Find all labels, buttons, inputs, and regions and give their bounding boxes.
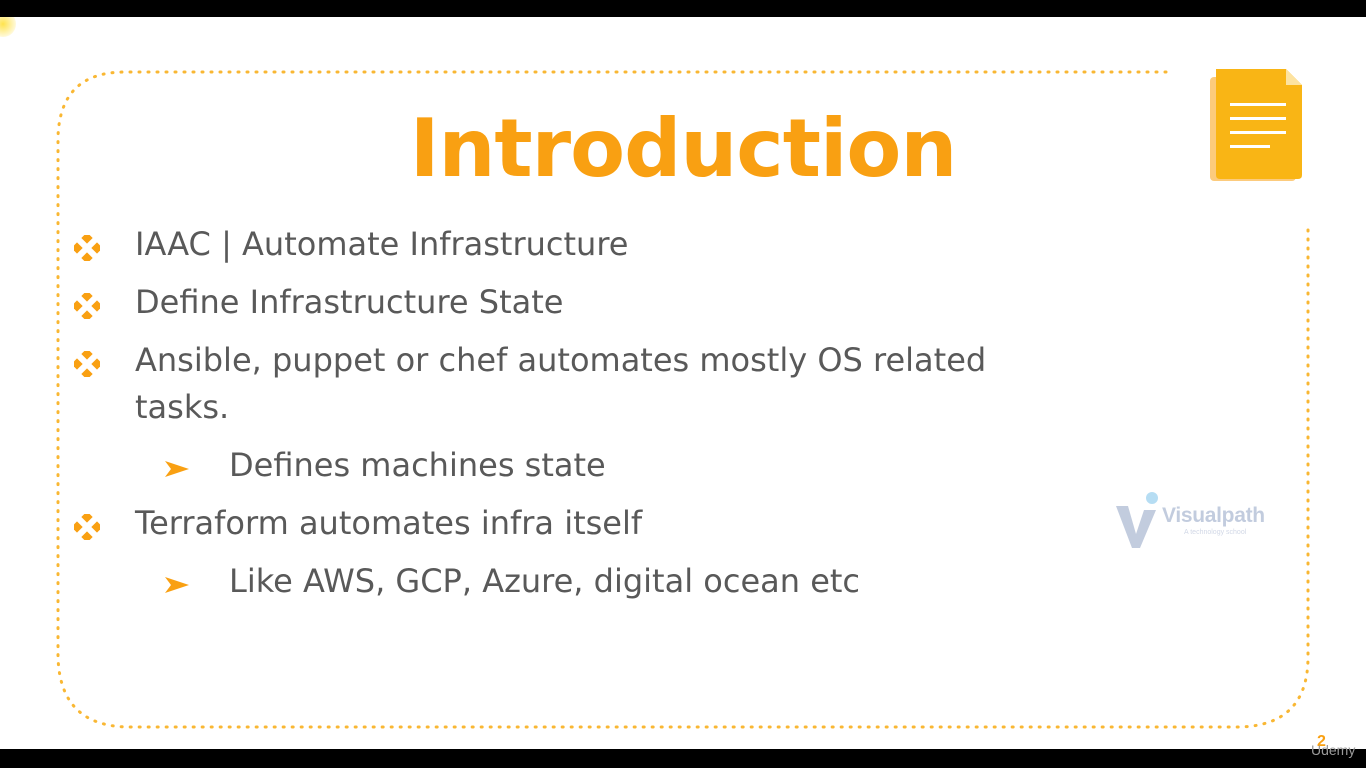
- diamond-bullet-icon: [74, 293, 100, 319]
- slide-title-text: Introduction: [409, 102, 958, 195]
- document-icon: [1210, 69, 1302, 181]
- slide: Introduction IAAC | Automate Infrastruct…: [0, 17, 1366, 749]
- watermark-brand: Visualpath: [1162, 504, 1265, 527]
- dotted-border: [56, 70, 1310, 729]
- slide-title: Introduction: [0, 101, 1366, 197]
- bullet-text: Ansible, puppet or chef automates mostly…: [135, 341, 987, 379]
- bullet-text: tasks.: [135, 388, 230, 426]
- visualpath-logo-icon: [1116, 492, 1158, 548]
- visualpath-watermark: Visualpath A technology school: [1114, 492, 1274, 552]
- diamond-bullet-icon: [74, 351, 100, 377]
- corner-highlight: [0, 17, 16, 37]
- bullet-text: Define Infrastructure State: [135, 283, 564, 321]
- bullet-text: Like AWS, GCP, Azure, digital ocean etc: [229, 562, 861, 600]
- page-number: 2: [1317, 733, 1326, 749]
- watermark-tagline: A technology school: [1184, 529, 1247, 536]
- bullet-text: Defines machines state: [229, 446, 606, 484]
- arrow-bullet-icon: [165, 577, 189, 593]
- bullet-text: Terraform automates infra itself: [135, 504, 643, 542]
- bullet-text: IAAC | Automate Infrastructure: [135, 225, 629, 263]
- diamond-bullet-icon: [74, 514, 100, 540]
- arrow-bullet-icon: [165, 461, 189, 477]
- diamond-bullet-icon: [74, 235, 100, 261]
- udemy-watermark: Udemy: [1311, 742, 1356, 758]
